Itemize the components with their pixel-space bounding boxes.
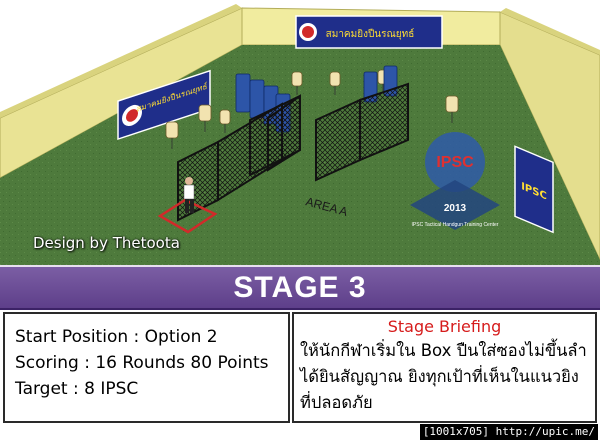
top-banner: สมาคมยิงปืนรณยุทธ์ [295, 15, 443, 49]
stage-3d-render: สมาคมยิงปืนรณยุทธ์ สมาคมยิงปืนรณยุทธ์ IP… [0, 4, 600, 265]
start-box [157, 198, 218, 234]
briefing-line: ได้ยินสัญญาณ ยิงทุกเป้าที่เห็นในแนวยิง [300, 367, 579, 386]
logo-year: 2013 [444, 203, 467, 214]
ipsc-logo-text: IPSC [436, 154, 474, 171]
briefing-heading: Stage Briefing [387, 317, 502, 336]
stage-info-panel: Start Position : Option 2 Scoring : 16 R… [3, 312, 290, 423]
ipsc-target [198, 104, 212, 132]
left-wall-top [0, 4, 242, 118]
ipsc-target [329, 71, 341, 95]
ipsc-target [165, 121, 179, 149]
ipsc-target [445, 95, 459, 123]
ipsc-target [219, 109, 231, 133]
image-host-footer: [1001x705] http://upic.me/ [419, 424, 598, 440]
stage-title: STAGE 3 [233, 270, 367, 304]
start-position: Start Position : Option 2 [15, 327, 218, 347]
top-banner-text: สมาคมยิงปืนรณยุทธ์ [326, 28, 415, 40]
designer-credit: Design by Thetoota [33, 234, 180, 252]
fence-walls [177, 82, 409, 222]
ipsc-logo: IPSC [425, 132, 485, 192]
ipsc-target [291, 71, 303, 95]
briefing-line: ให้นักกีฬาเริ่มใน Box ปืนใส่ซองไม่ขึ้นลำ [300, 341, 587, 360]
scoring: Scoring : 16 Rounds 80 Points [15, 353, 269, 373]
shooter-figure [183, 177, 195, 213]
right-banner: IPSC [514, 145, 554, 234]
target-count: Target : 8 IPSC [15, 379, 139, 399]
stage-briefing-panel: Stage Briefing ให้นักกีฬาเริ่มใน Box ปืน… [292, 312, 597, 423]
briefing-line: ที่ปลอดภัย [300, 393, 373, 412]
logo-caption: IPSC Tactical Handgun Training Center [412, 222, 499, 228]
training-center-logo: 2013 IPSC Tactical Handgun Training Cent… [410, 180, 500, 230]
stage-title-bar: STAGE 3 [0, 265, 600, 310]
right-wall-top [500, 8, 600, 55]
